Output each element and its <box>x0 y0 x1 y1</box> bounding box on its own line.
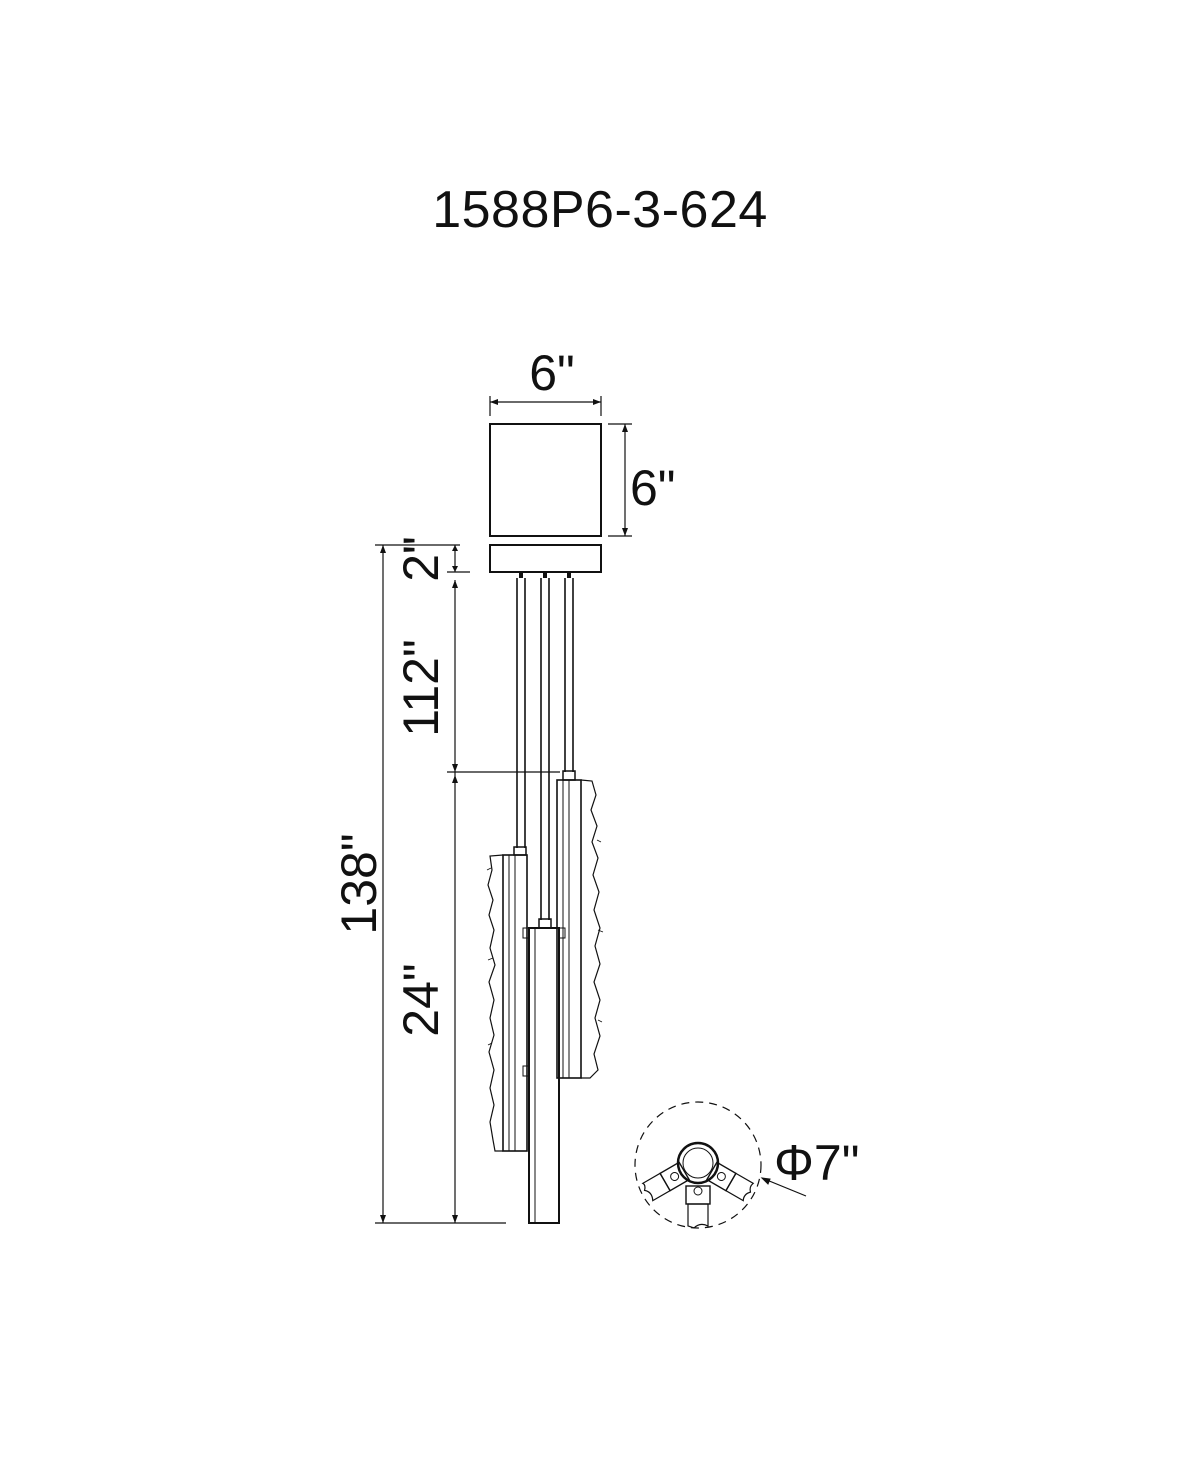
canopy-height-label: 6" <box>630 460 676 516</box>
cable-length-label: 112" <box>393 639 449 736</box>
suspension-cables <box>516 578 574 920</box>
left-crystal-panel <box>486 846 528 1152</box>
diameter-label: Φ7" <box>774 1135 859 1191</box>
canopy-width-label: 6" <box>529 345 575 401</box>
height-dimension-lines <box>375 544 560 1224</box>
bottom-view <box>634 1101 807 1229</box>
right-crystal-panel <box>556 770 604 1079</box>
canopy-height-dimension: 6" <box>608 423 676 537</box>
mount-height-label: 2" <box>393 536 449 582</box>
mount-plate <box>489 544 602 573</box>
canopy-box <box>489 423 602 537</box>
center-light-bar <box>522 918 566 1224</box>
overall-height-label: 138" <box>331 833 387 934</box>
model-number-title: 1588P6-3-624 <box>432 181 768 239</box>
dimension-arrows <box>380 545 458 1223</box>
fixture-height-label: 24" <box>393 963 449 1036</box>
canopy-width-dimension: 6" <box>489 345 602 416</box>
cable-grips <box>519 572 571 578</box>
